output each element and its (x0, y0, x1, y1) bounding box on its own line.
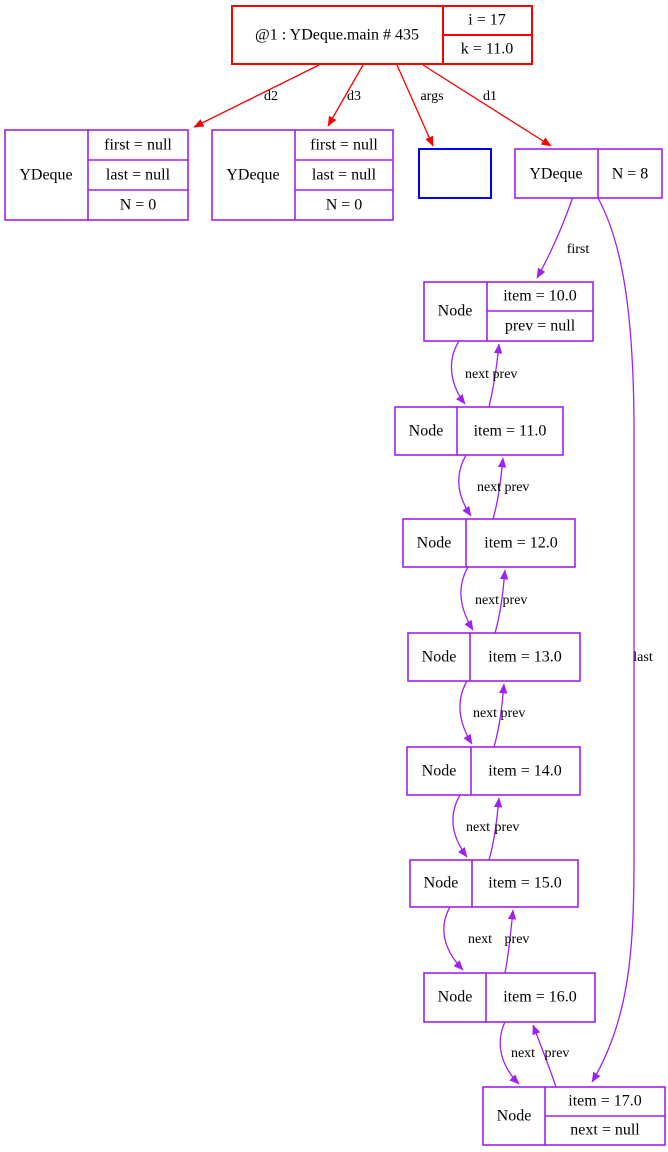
node-3-item: item = 12.0 (484, 535, 557, 552)
ydeque-d2-type: YDeque (19, 167, 72, 184)
edge-label-last: last (633, 650, 653, 665)
ydeque-d3-last: last = null (312, 167, 377, 184)
node-box-1: Node item = 10.0 prev = null (423, 281, 594, 342)
edge-prev-6 (504, 909, 517, 974)
node-box-8: Node item = 17.0 next = null (482, 1086, 666, 1146)
node-7-type: Node (438, 989, 473, 1006)
node-6-type: Node (424, 875, 459, 892)
node-8-next: next = null (570, 1122, 640, 1139)
node-4-type: Node (422, 649, 457, 666)
node-8-type: Node (497, 1108, 532, 1125)
frame-title: @1 : YDeque.main # 435 (255, 27, 419, 44)
edge-d2 (193, 64, 320, 128)
edge-prev-2 (492, 457, 507, 520)
edge-d1 (422, 64, 552, 147)
edge-prev-3 (494, 569, 509, 634)
edge-label-next-2: next (477, 480, 501, 495)
ydeque-d3-box: YDeque first = null last = null N = 0 (211, 129, 394, 221)
edge-prev-4 (493, 683, 508, 748)
edge-args (396, 64, 434, 147)
edge-first (536, 196, 574, 279)
edge-label-d1: d1 (483, 89, 497, 104)
edge-label-next-3: next (475, 593, 499, 608)
ydeque-d3-first: first = null (310, 137, 378, 154)
edge-label-prev-7: prev (545, 1046, 570, 1061)
ydeque-d1-type: YDeque (529, 166, 582, 183)
node-box-2: Node item = 11.0 (394, 406, 564, 456)
node-8-item: item = 17.0 (568, 1093, 641, 1110)
edge-label-prev-2: prev (505, 480, 530, 495)
edge-next-1 (450, 340, 466, 405)
node-box-4: Node item = 13.0 (407, 632, 581, 682)
ydeque-d1-n: N = 8 (612, 166, 649, 183)
frame-field-i: i = 17 (468, 12, 505, 29)
ydeque-d2-box: YDeque first = null last = null N = 0 (4, 129, 189, 221)
edge-label-d2: d2 (264, 89, 278, 104)
edge-label-d3: d3 (347, 89, 361, 104)
edge-label-next-4: next (473, 706, 497, 721)
edge-prev-1 (488, 343, 503, 408)
node-1-prev: prev = null (505, 318, 576, 335)
ydeque-d1-box: YDeque N = 8 (514, 148, 663, 199)
ydeque-d2-last: last = null (106, 167, 171, 184)
node-5-item: item = 14.0 (488, 763, 561, 780)
frame-edges: d2 d3 args d1 (193, 64, 552, 147)
node-3-type: Node (417, 535, 452, 552)
node-4-item: item = 13.0 (488, 649, 561, 666)
edge-next-6 (443, 906, 464, 971)
ydeque-d3-n: N = 0 (326, 197, 363, 214)
edge-label-first: first (567, 242, 590, 257)
node-box-6: Node item = 15.0 (409, 859, 579, 908)
node-box-3: Node item = 12.0 (402, 518, 576, 568)
edge-next-5 (452, 794, 468, 858)
edge-last (591, 197, 635, 1083)
edge-label-next-7: next (511, 1046, 535, 1061)
edge-label-prev-6: prev (505, 932, 530, 947)
edge-label-next-6: next (468, 932, 492, 947)
ydeque-d2-first: first = null (104, 137, 172, 154)
node-2-item: item = 11.0 (474, 423, 547, 440)
edge-label-prev-5: prev (495, 820, 520, 835)
node-2-type: Node (409, 423, 444, 440)
stack-frame-box: @1 : YDeque.main # 435 i = 17 k = 11.0 (231, 5, 533, 65)
node-box-5: Node item = 14.0 (406, 746, 581, 796)
node-5-type: Node (422, 763, 457, 780)
edge-prev-7 (532, 1024, 557, 1088)
ydeque-d2-n: N = 0 (120, 197, 157, 214)
edge-d3 (327, 64, 364, 127)
edge-label-next-1: next (465, 367, 489, 382)
edge-label-args: args (420, 89, 443, 104)
edge-prev-5 (488, 797, 503, 861)
edge-next-4 (459, 680, 473, 745)
edge-next-7 (499, 1021, 520, 1085)
node-box-7: Node item = 16.0 (423, 972, 596, 1023)
frame-field-k: k = 11.0 (461, 41, 513, 58)
node-6-item: item = 15.0 (488, 875, 561, 892)
edge-label-next-5: next (466, 820, 490, 835)
object-edges: first last next prev next prev next prev… (443, 196, 653, 1088)
node-7-item: item = 16.0 (503, 989, 576, 1006)
edge-label-prev-1: prev (493, 367, 518, 382)
node-1-type: Node (438, 303, 473, 320)
args-box (418, 148, 492, 199)
edge-label-prev-3: prev (503, 593, 528, 608)
edge-label-prev-4: prev (501, 706, 526, 721)
edge-next-2 (458, 454, 472, 517)
edge-next-3 (460, 566, 474, 631)
node-1-item: item = 10.0 (503, 288, 576, 305)
ydeque-d3-type: YDeque (226, 167, 279, 184)
